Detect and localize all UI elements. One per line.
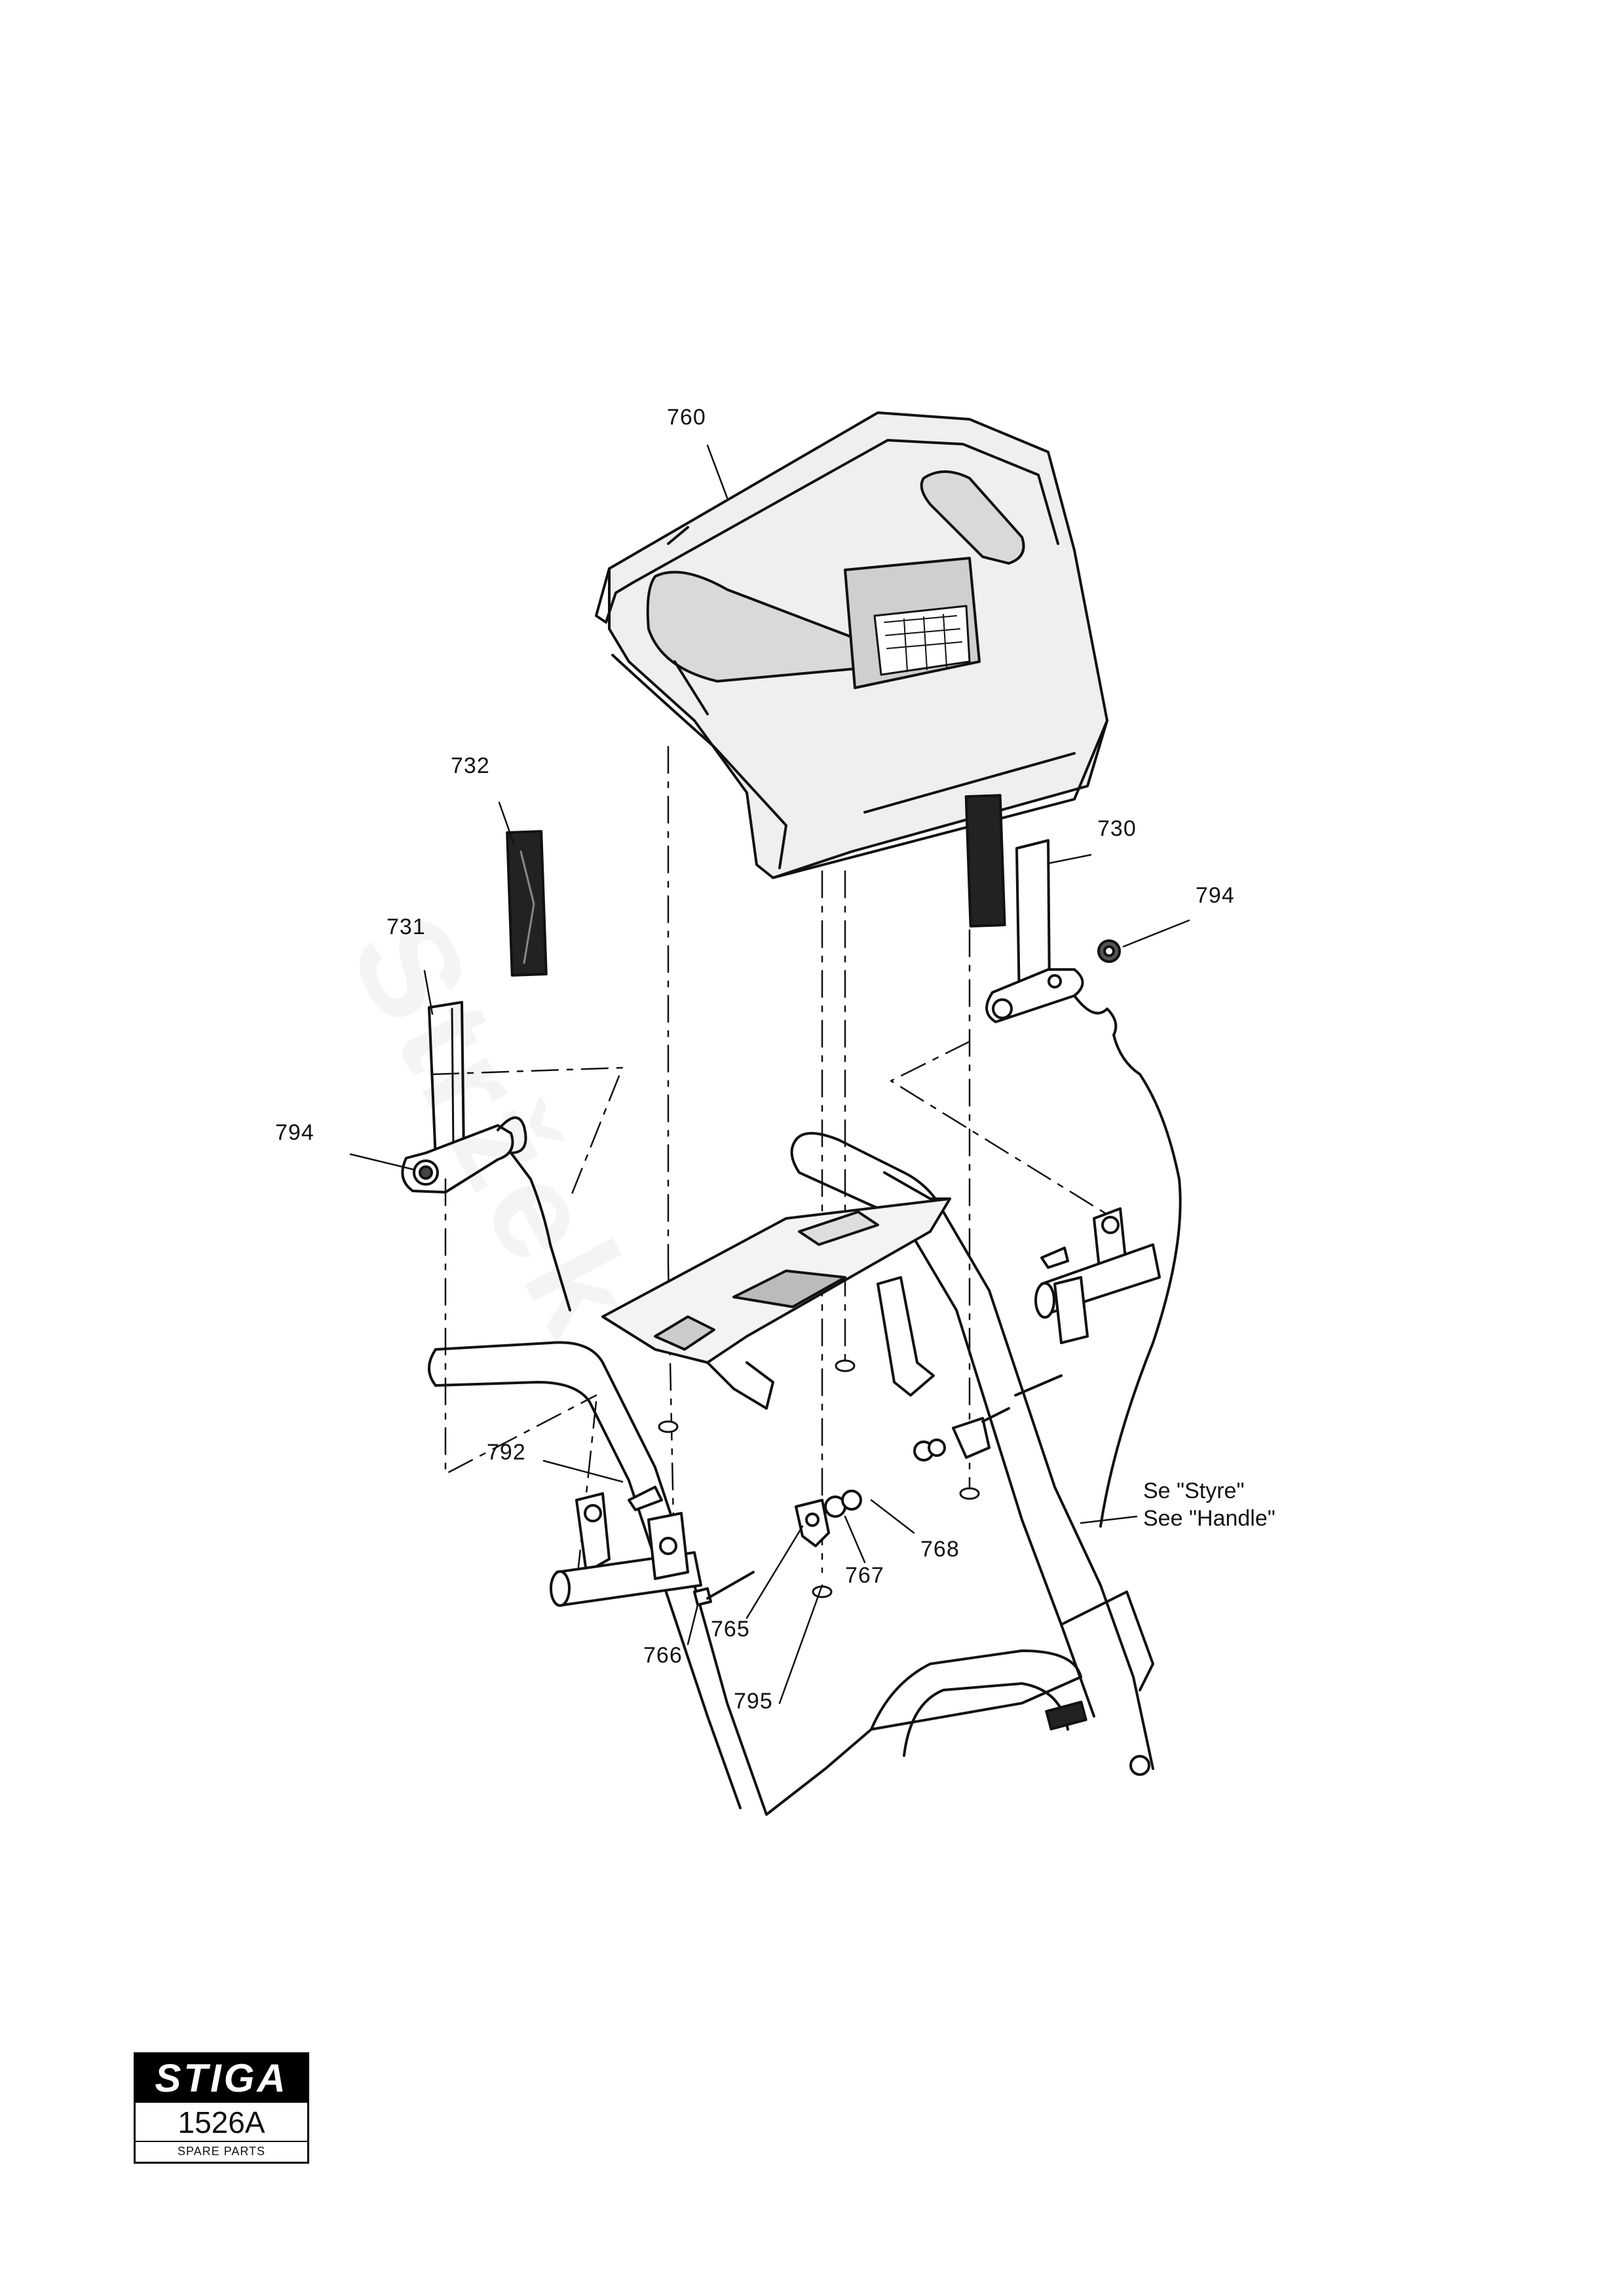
callout-794-left: 794	[275, 1120, 314, 1145]
callout-732: 732	[451, 753, 490, 778]
callout-760: 760	[667, 405, 706, 430]
callout-768: 768	[920, 1537, 960, 1562]
stiga-logo-box: STIGA 1526A SPARE PARTS	[134, 2052, 309, 2164]
brand-logo-text: STIGA	[155, 2056, 288, 2100]
decal-730	[964, 794, 1051, 1004]
callout-730: 730	[1097, 816, 1137, 841]
decal-732	[506, 830, 548, 977]
mounting-plate	[601, 1171, 951, 1410]
logo-divider	[136, 2141, 307, 2142]
stud-bolt	[1045, 1701, 1150, 1776]
lever-731	[401, 1001, 571, 1311]
callout-766: 766	[643, 1643, 683, 1668]
pivot-bracket-right	[1034, 1207, 1161, 1344]
pivot-bracket-left	[550, 1486, 702, 1607]
callout-792: 792	[487, 1440, 526, 1465]
fasteners-765-767-768	[693, 1374, 1063, 1606]
callout-794-right: 794	[1196, 883, 1235, 908]
handle-reference-note: Se "Styre" See "Handle"	[1143, 1477, 1275, 1532]
callout-767: 767	[845, 1563, 884, 1588]
logo-band	[136, 2054, 307, 2103]
cover-760	[595, 411, 1108, 879]
lever-730-assembly	[985, 939, 1182, 1528]
callout-765: 765	[711, 1617, 750, 1642]
logo-subtitle: SPARE PARTS	[177, 2145, 266, 2158]
note-line-english: See "Handle"	[1143, 1506, 1275, 1531]
note-line-swedish: Se "Styre"	[1143, 1478, 1245, 1503]
callout-795: 795	[734, 1689, 773, 1714]
diagram-code: 1526A	[178, 2105, 265, 2139]
callout-731: 731	[387, 914, 426, 939]
